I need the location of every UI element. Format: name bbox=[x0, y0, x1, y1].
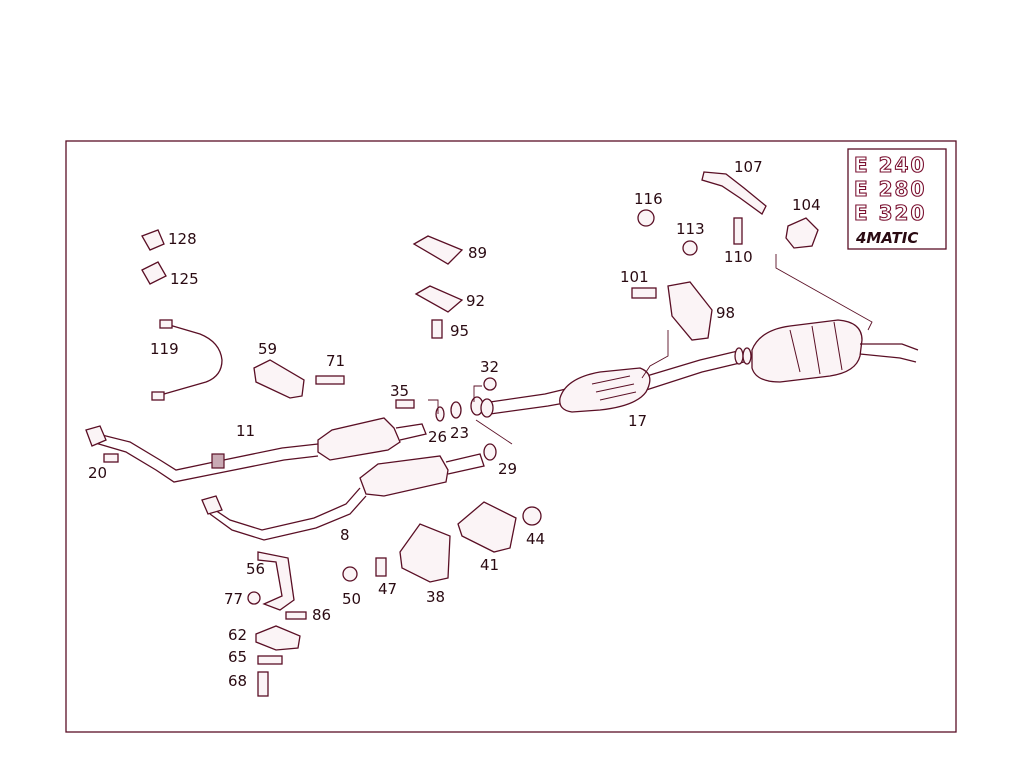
label-47: 47 bbox=[378, 580, 397, 598]
label-104: 104 bbox=[792, 196, 821, 214]
clip-47 bbox=[375, 557, 387, 577]
bolt-50 bbox=[342, 566, 358, 582]
catalytic-converter-11 bbox=[317, 417, 401, 461]
ring-26 bbox=[435, 406, 445, 422]
bolt-101 bbox=[631, 287, 657, 299]
label-62: 62 bbox=[228, 626, 247, 644]
diagram-frame bbox=[65, 140, 957, 733]
label-56: 56 bbox=[246, 560, 265, 578]
label-20: 20 bbox=[88, 464, 107, 482]
bolt-20 bbox=[103, 453, 119, 463]
label-128: 128 bbox=[168, 230, 197, 248]
catalytic-converter-8 bbox=[359, 455, 449, 497]
label-98: 98 bbox=[716, 304, 735, 322]
bracket-98 bbox=[667, 281, 713, 341]
bolt-71 bbox=[315, 375, 345, 385]
nut-77 bbox=[247, 591, 261, 605]
label-125: 125 bbox=[170, 270, 199, 288]
label-77: 77 bbox=[224, 590, 243, 608]
label-110: 110 bbox=[724, 248, 753, 266]
bracket-38 bbox=[399, 523, 451, 583]
label-68: 68 bbox=[228, 672, 247, 690]
bracket-41 bbox=[457, 501, 517, 553]
bracket-62 bbox=[255, 625, 301, 651]
bolt-68 bbox=[257, 671, 269, 697]
label-41: 41 bbox=[480, 556, 499, 574]
label-50: 50 bbox=[342, 590, 361, 608]
label-26: 26 bbox=[428, 428, 447, 446]
model-badge-e280: E 280 bbox=[854, 177, 926, 201]
nut-44 bbox=[522, 506, 542, 526]
label-101: 101 bbox=[620, 268, 649, 286]
label-44: 44 bbox=[526, 530, 545, 548]
label-35: 35 bbox=[390, 382, 409, 400]
label-89: 89 bbox=[468, 244, 487, 262]
model-badge-e320: E 320 bbox=[854, 201, 926, 225]
label-116: 116 bbox=[634, 190, 663, 208]
bolt-35 bbox=[395, 399, 415, 409]
model-badge-box: E 240 E 280 E 320 4MATIC bbox=[847, 148, 947, 250]
bracket-89 bbox=[412, 235, 464, 265]
label-8: 8 bbox=[340, 526, 350, 544]
ring-32 bbox=[483, 377, 497, 391]
rear-muffler-assembly bbox=[470, 319, 919, 418]
clip-128 bbox=[141, 229, 165, 251]
strap-65 bbox=[257, 655, 283, 665]
oxygen-sensor-119 bbox=[151, 319, 223, 401]
rubber-mount-104 bbox=[785, 217, 819, 249]
screw-110 bbox=[733, 217, 743, 245]
label-29: 29 bbox=[498, 460, 517, 478]
label-95: 95 bbox=[450, 322, 469, 340]
bracket-59 bbox=[253, 359, 305, 399]
label-71: 71 bbox=[326, 352, 345, 370]
model-badge-4matic: 4MATIC bbox=[855, 229, 918, 247]
label-23: 23 bbox=[450, 424, 469, 442]
hanger-107 bbox=[701, 171, 767, 215]
label-65: 65 bbox=[228, 648, 247, 666]
clamp-29 bbox=[483, 443, 497, 461]
badge-leader-line bbox=[775, 254, 873, 331]
label-38: 38 bbox=[426, 588, 445, 606]
bracket-92 bbox=[414, 285, 464, 313]
bracket-56 bbox=[257, 551, 295, 611]
label-107: 107 bbox=[734, 158, 763, 176]
clip-113 bbox=[682, 240, 698, 256]
rear-muffler bbox=[751, 319, 863, 383]
label-92: 92 bbox=[466, 292, 485, 310]
bolt-86 bbox=[285, 611, 307, 620]
label-32: 32 bbox=[480, 358, 499, 376]
clip-125 bbox=[141, 261, 167, 285]
label-11: 11 bbox=[236, 422, 255, 440]
label-113: 113 bbox=[676, 220, 705, 238]
model-badge-e240: E 240 bbox=[854, 153, 926, 177]
label-17: 17 bbox=[628, 412, 647, 430]
front-pipe-8 bbox=[201, 453, 485, 541]
front-pipe-11 bbox=[85, 417, 427, 483]
label-86: 86 bbox=[312, 606, 331, 624]
nut-116 bbox=[637, 209, 655, 227]
bolt-95 bbox=[431, 319, 443, 339]
label-59: 59 bbox=[258, 340, 277, 358]
clamp-23 bbox=[450, 401, 462, 419]
label-119: 119 bbox=[150, 340, 179, 358]
